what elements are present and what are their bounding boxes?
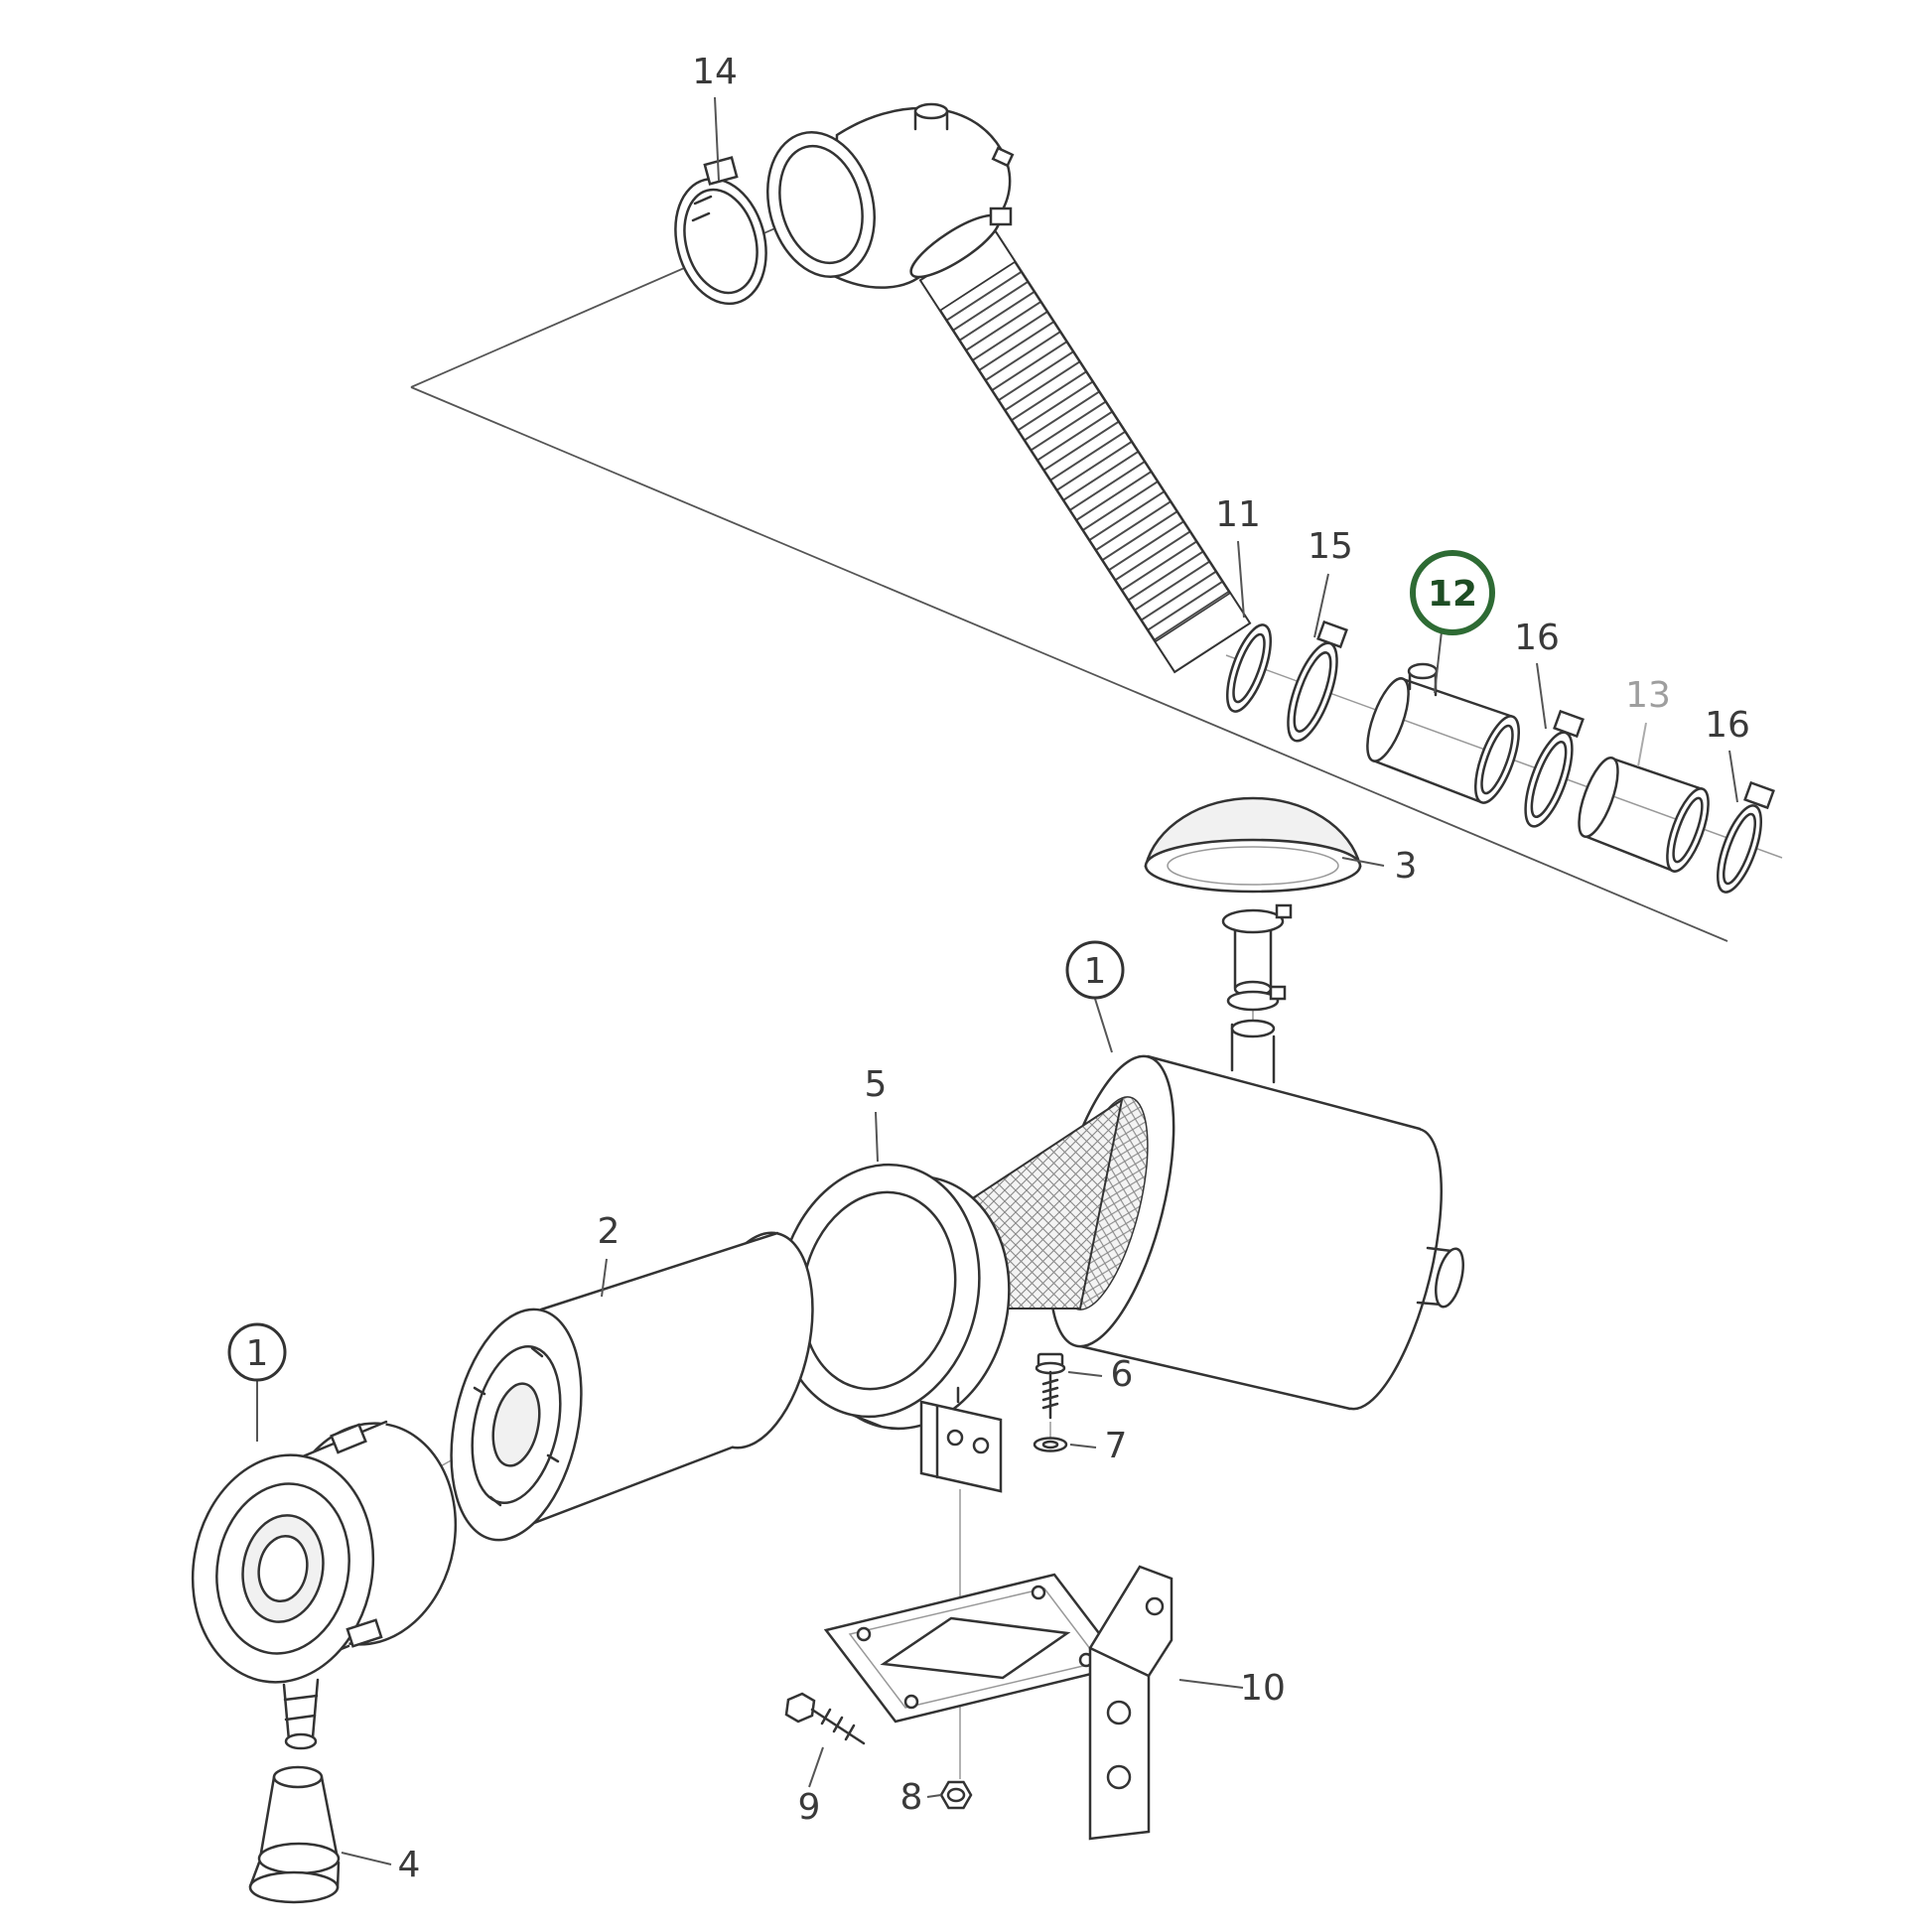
callout-label-4[interactable]: 4	[398, 1845, 421, 1885]
hose-neck-clamp	[909, 207, 1013, 279]
hose-13	[1578, 756, 1710, 873]
cover-drain-tube	[282, 1678, 320, 1750]
elbow-port-cap	[913, 102, 949, 131]
cap-clamp	[1221, 903, 1293, 934]
callout-5[interactable]: 5	[865, 1064, 888, 1163]
housing-top-stub	[1226, 985, 1287, 1084]
air-cleaner-housing	[922, 985, 1464, 1411]
callout-label-12[interactable]: 12	[1428, 574, 1477, 615]
leader-line-16a	[1536, 662, 1547, 730]
leader-line-8	[926, 1794, 942, 1798]
bolt-9	[784, 1692, 866, 1745]
callout-label-3[interactable]: 3	[1395, 846, 1418, 887]
leader-line-13	[1637, 722, 1647, 767]
hose-clamp-16b	[1716, 780, 1775, 894]
callout-15[interactable]: 15	[1308, 526, 1353, 638]
callout-4[interactable]: 4	[341, 1845, 421, 1885]
leader-line-9	[808, 1746, 824, 1788]
callout-16b[interactable]: 16	[1705, 705, 1750, 803]
leader-line-16b	[1728, 750, 1738, 803]
callout-label-15[interactable]: 15	[1308, 526, 1353, 567]
leader-line-14	[714, 96, 720, 182]
callout-7[interactable]: 7	[1069, 1426, 1128, 1466]
leader-line-12	[1434, 630, 1443, 694]
rain-cap-3	[1144, 796, 1362, 998]
callout-label-13[interactable]: 13	[1625, 675, 1671, 716]
callout-1-cover[interactable]: 1	[227, 1322, 287, 1442]
callout-label-9[interactable]: 9	[798, 1787, 821, 1828]
callout-label-1a[interactable]: 1	[1084, 951, 1107, 992]
hose-end-connector-11	[1225, 623, 1273, 713]
callout-8[interactable]: 8	[900, 1777, 942, 1818]
callout-label-16a[interactable]: 16	[1514, 618, 1560, 658]
callouts: 14 11 15 12 16 13 16 3	[227, 52, 1750, 1885]
leader-line-5	[875, 1111, 879, 1163]
highlight-circle-12[interactable]	[1410, 550, 1495, 635]
end-cover-assembly	[191, 1420, 458, 1750]
leader-line-3	[1341, 857, 1385, 867]
callout-circle-1b[interactable]	[227, 1322, 287, 1382]
callout-9[interactable]: 9	[798, 1746, 824, 1828]
callout-circle-1a[interactable]	[1065, 940, 1125, 1000]
callout-label-11[interactable]: 11	[1215, 494, 1261, 535]
callout-2[interactable]: 2	[598, 1211, 621, 1298]
hose-clamp-15	[1287, 620, 1348, 743]
leader-line-7	[1069, 1444, 1097, 1449]
callout-16a[interactable]: 16	[1514, 618, 1560, 730]
hose-clamp-16a	[1524, 709, 1585, 828]
dust-ejector-4	[248, 1765, 341, 1904]
callout-label-5[interactable]: 5	[865, 1064, 888, 1105]
callout-label-8[interactable]: 8	[900, 1777, 923, 1818]
leader-line-2	[601, 1258, 608, 1298]
callout-label-6[interactable]: 6	[1111, 1354, 1134, 1395]
leader-line-6	[1067, 1371, 1103, 1377]
leader-line-4	[341, 1852, 392, 1865]
filter-element-2	[450, 1231, 814, 1542]
callout-label-10[interactable]: 10	[1240, 1668, 1286, 1709]
bolt-6	[1035, 1352, 1066, 1438]
callout-11[interactable]: 11	[1215, 494, 1261, 619]
mounting-bracket-10	[1088, 1565, 1173, 1841]
callout-label-1b[interactable]: 1	[246, 1333, 269, 1374]
callout-label-2[interactable]: 2	[598, 1211, 621, 1252]
leader-line-1a	[1094, 998, 1113, 1053]
callout-1-housing[interactable]: 1	[1065, 940, 1125, 1053]
callout-3[interactable]: 3	[1341, 846, 1418, 887]
callout-6[interactable]: 6	[1067, 1354, 1134, 1395]
housing-outlet-stub	[1416, 1246, 1464, 1309]
callout-label-7[interactable]: 7	[1105, 1426, 1128, 1466]
hose-clamp-14	[674, 156, 767, 306]
leader-line-15	[1313, 573, 1329, 638]
callout-10[interactable]: 10	[1178, 1668, 1286, 1709]
callout-label-14[interactable]: 14	[692, 52, 738, 92]
callout-12-highlighted[interactable]: 12	[1410, 550, 1495, 694]
callout-label-16b[interactable]: 16	[1705, 705, 1750, 746]
cover-latch-top	[330, 1423, 367, 1454]
washer-7	[1033, 1437, 1068, 1452]
callout-14[interactable]: 14	[692, 52, 738, 182]
leader-line-10	[1178, 1679, 1244, 1689]
clamp-foot-bracket	[919, 1386, 1003, 1493]
base-plate	[823, 1573, 1127, 1724]
cover-latch-bottom	[345, 1618, 383, 1648]
callout-13[interactable]: 13	[1625, 675, 1671, 767]
connector-pipe-12	[1366, 662, 1521, 804]
leader-line-11	[1237, 540, 1245, 619]
nut-8	[939, 1780, 973, 1810]
corrugated-hose	[918, 229, 1252, 674]
mounting-band-5	[776, 1163, 1011, 1431]
